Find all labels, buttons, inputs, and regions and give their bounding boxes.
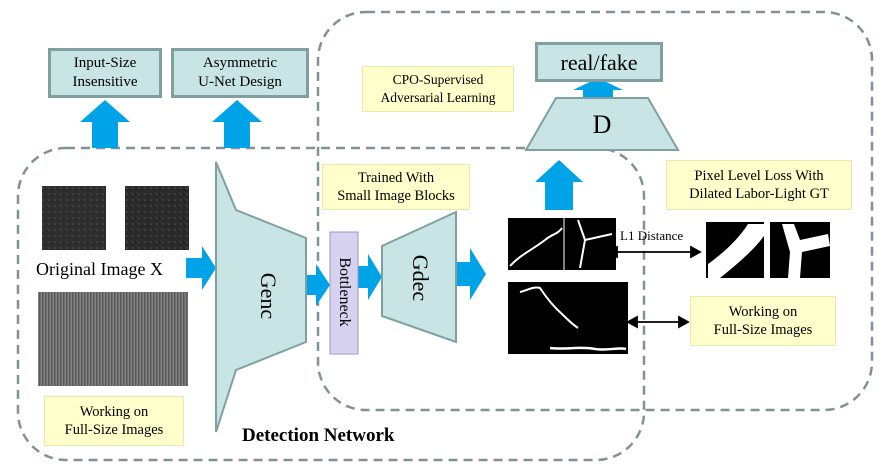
arrow-up-to-d (535, 160, 583, 210)
asymmetric-box: Asymmetric U-Net Design (171, 48, 309, 98)
input-patch-1 (42, 186, 106, 250)
real-fake-box: real/fake (535, 42, 663, 82)
cpo-note-text: CPO-Supervised Adversarial Learning (380, 72, 496, 105)
working-left-note-text: Working on Full-Size Images (64, 404, 164, 438)
arrow-right-to-output (456, 248, 486, 300)
arrow-up-to-real-fake (573, 78, 623, 98)
bottleneck-block (329, 231, 359, 355)
genc-block (215, 161, 307, 433)
arrow-up-input-size (80, 100, 130, 148)
detection-network-label: Detection Network (242, 425, 395, 446)
input-size-label: Input-Size Insensitive (72, 55, 138, 90)
pixel-loss-note-text: Pixel Level Loss With Dilated Labor-Ligh… (689, 168, 829, 202)
detection-network-region (16, 146, 646, 462)
working-right-note: Working on Full-Size Images (690, 296, 836, 346)
arrow-right-to-bottleneck (306, 264, 330, 306)
output-patch-1 (508, 218, 564, 270)
bottleneck-label: Bottleneck (336, 257, 353, 327)
gdec-block (381, 210, 457, 344)
working-left-note: Working on Full-Size Images (44, 396, 184, 446)
cpo-note: CPO-Supervised Adversarial Learning (362, 66, 514, 112)
arrow-right-to-genc (186, 246, 216, 290)
original-image-label: Original Image X (36, 259, 163, 279)
real-fake-label: real/fake (560, 49, 638, 75)
full-size-output-arrow (626, 315, 690, 329)
input-size-box: Input-Size Insensitive (48, 48, 162, 98)
asymmetric-label: Asymmetric U-Net Design (198, 55, 282, 90)
input-patch-2 (125, 186, 189, 250)
arrow-right-to-gdec (358, 254, 382, 300)
gt-patch-2 (770, 222, 830, 278)
pixel-loss-note: Pixel Level Loss With Dilated Labor-Ligh… (666, 160, 852, 210)
genc-label: Genc (256, 272, 281, 320)
trained-note: Trained With Small Image Blocks (322, 164, 470, 210)
trained-note-text: Trained With Small Image Blocks (337, 170, 455, 204)
adversarial-region (316, 10, 874, 412)
gt-patch-1 (706, 222, 764, 278)
discriminator-block (524, 97, 680, 151)
output-full-image (508, 282, 628, 354)
output-patch-2 (564, 218, 616, 270)
l1-distance-arrow (606, 245, 702, 259)
discriminator-label: D (592, 110, 612, 139)
arrow-up-asymmetric (212, 100, 262, 148)
working-right-note-text: Working on Full-Size Images (713, 304, 813, 338)
gdec-label: Gdec (408, 254, 433, 302)
input-full-image (38, 292, 188, 386)
l1-distance-label: L1 Distance (620, 228, 684, 243)
